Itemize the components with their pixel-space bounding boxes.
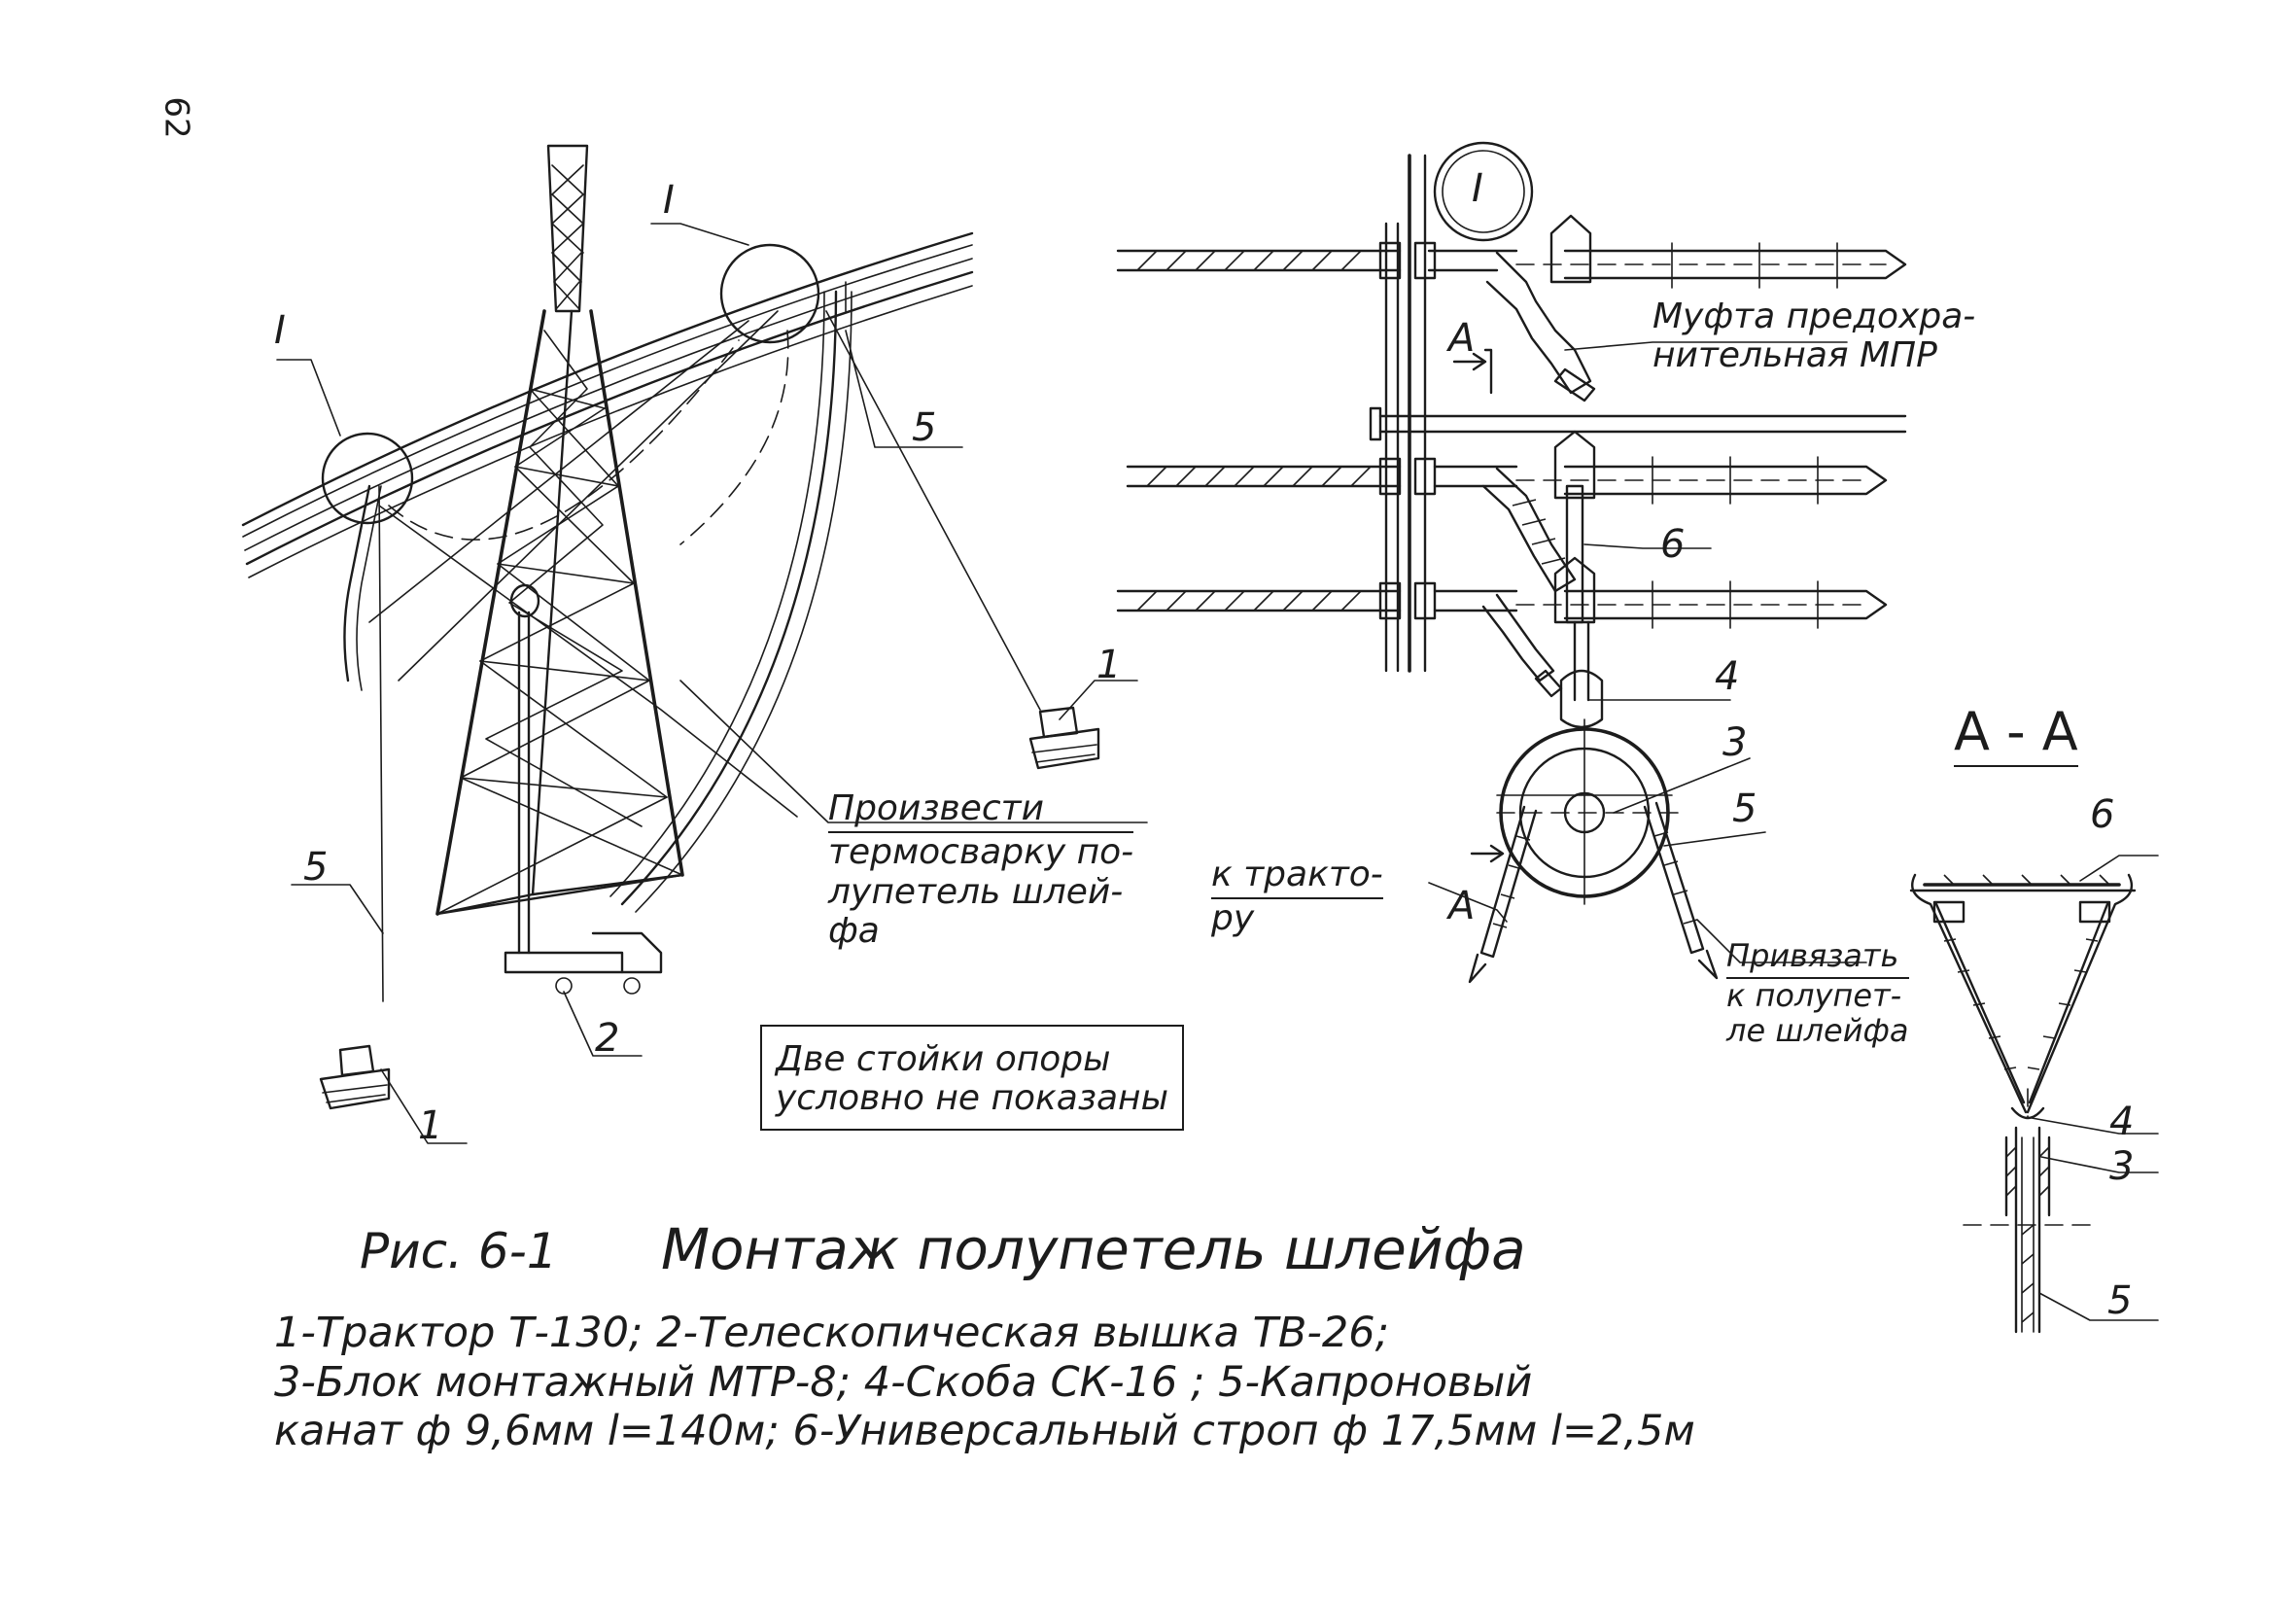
note-to-tractor-line-2: ру: [1211, 898, 1255, 939]
callout-section-shackle: 4: [2109, 1100, 2135, 1144]
note-tie-line-1: Привязать: [1726, 938, 1909, 979]
callout-tractor-left: 1: [418, 1103, 443, 1148]
tractor-1-right: [1028, 706, 1100, 770]
callout-tower: 2: [595, 1016, 620, 1061]
section-mark-top: А: [1448, 316, 1476, 361]
callout-rope-left: 5: [303, 845, 329, 890]
note-coupling: Муфта предохра- нительная МПР: [1652, 297, 1975, 376]
detail-circles: [276, 223, 820, 525]
detail-I-mark: [1433, 141, 1534, 242]
detail-mark-circle: I: [1472, 166, 1483, 211]
note-weld-line-1: Произвести: [828, 788, 1134, 834]
note-boxed-line-1: Две стойки опоры: [776, 1039, 1111, 1079]
figure-title: Монтаж полупетель шлейфа: [661, 1216, 1526, 1282]
tower-lattice: [435, 144, 684, 916]
rope-5-left: [378, 485, 384, 1002]
note-boxed-line-2: условно не показаны: [776, 1078, 1169, 1119]
note-weld-line-3: лупетель шлей-: [828, 871, 1124, 912]
section-title: А - А: [1954, 701, 2078, 767]
note-weld-line-2: термосварку по-: [828, 832, 1134, 873]
note-tie: Привязать к полупет- ле шлейфа: [1726, 938, 1909, 1049]
figure-number: Рис. 6-1: [360, 1223, 558, 1279]
callout-block: 3: [1722, 720, 1748, 765]
callout-section-block: 3: [2109, 1144, 2135, 1189]
callout-sling: 6: [1660, 522, 1686, 567]
section-A-A: [1909, 855, 2159, 1334]
note-weld: Произвести термосварку по- лупетель шлей…: [828, 788, 1134, 951]
note-to-tractor-line-1: к тракто-: [1211, 855, 1383, 900]
page-number: 62: [157, 96, 196, 139]
section-mark-bottom: А: [1448, 884, 1476, 928]
note-tie-line-3: ле шлейфа: [1726, 1011, 1909, 1049]
callout-shackle: 4: [1715, 654, 1740, 699]
note-coupling-line-1: Муфта предохра-: [1652, 297, 1976, 336]
note-weld-line-4: фа: [828, 910, 880, 951]
conductor-bundle: [241, 231, 974, 578]
note-coupling-line-2: нительная МПР: [1652, 335, 1937, 376]
legend-line-2: 3-Блок монтажный МТР-8; 4-Скоба СК-16 ; …: [274, 1357, 1533, 1407]
section-title-text: А - А: [1954, 701, 2078, 767]
legend-line-3: канат ф 9,6мм l=140м; 6-Универсальный ст…: [274, 1407, 1695, 1456]
rope-5-right: [825, 310, 1041, 711]
callout-tractor-right: 1: [1096, 643, 1122, 687]
note-to-tractor: к тракто- ру: [1211, 855, 1383, 939]
note-tie-line-2: к полупет-: [1726, 976, 1902, 1014]
detail-mark-top: I: [663, 178, 675, 223]
callout-rope-right: 5: [912, 405, 937, 450]
leaders-detail: [1428, 341, 1867, 963]
jumper-loop: [343, 281, 852, 913]
leaders-left: [291, 330, 1148, 1144]
note-boxed: Две стойки опоры условно не показаны: [760, 1025, 1185, 1131]
detail-mark-left: I: [274, 308, 286, 353]
callout-rope-detail: 5: [1732, 787, 1757, 831]
callout-section-rope: 5: [2107, 1278, 2133, 1323]
tractor-1-left: [319, 1044, 391, 1110]
telescopic-tower-2: [504, 583, 663, 995]
detail-I-structure: [1116, 154, 1907, 984]
callout-section-sling: 6: [2090, 792, 2115, 837]
rigging-dashed: [368, 310, 798, 818]
legend: 1-Трактор Т-130; 2-Телескопическая вышка…: [274, 1309, 1695, 1456]
legend-line-1: 1-Трактор Т-130; 2-Телескопическая вышка…: [274, 1309, 1390, 1357]
